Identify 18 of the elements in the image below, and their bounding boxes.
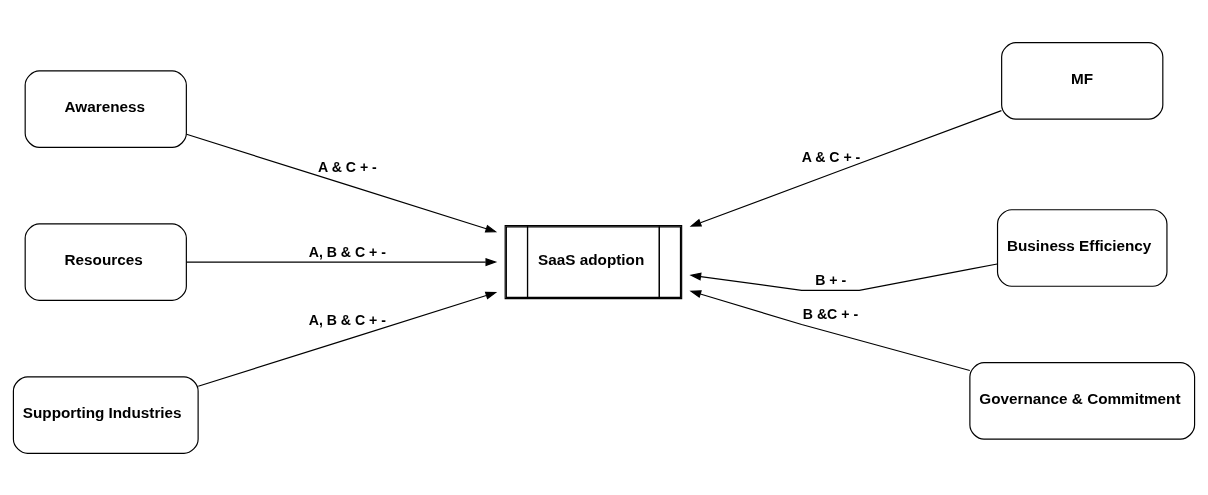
- edge-label: A, B & C + -: [308, 311, 386, 328]
- edge-label: B + -: [815, 271, 847, 288]
- node-box: Resources: [24, 222, 187, 301]
- edge-label: B &C + -: [802, 305, 859, 322]
- arrow: [689, 289, 971, 371]
- node-box: Business Efficiency: [996, 208, 1168, 287]
- arrow: [689, 109, 1003, 227]
- node-box: Awareness: [24, 69, 187, 148]
- arrow: [197, 291, 498, 387]
- edge-label: A & C + -: [801, 148, 861, 165]
- node-box: MF: [1001, 41, 1164, 120]
- edge-label: A, B & C + -: [308, 243, 386, 260]
- arrow: [689, 262, 998, 291]
- arrow: [185, 257, 498, 266]
- arrow: [185, 133, 498, 233]
- node-box: Governance & Commitment: [969, 361, 1196, 440]
- node-box: Supporting Industries: [12, 375, 199, 454]
- edge-label: A & C + -: [318, 158, 377, 175]
